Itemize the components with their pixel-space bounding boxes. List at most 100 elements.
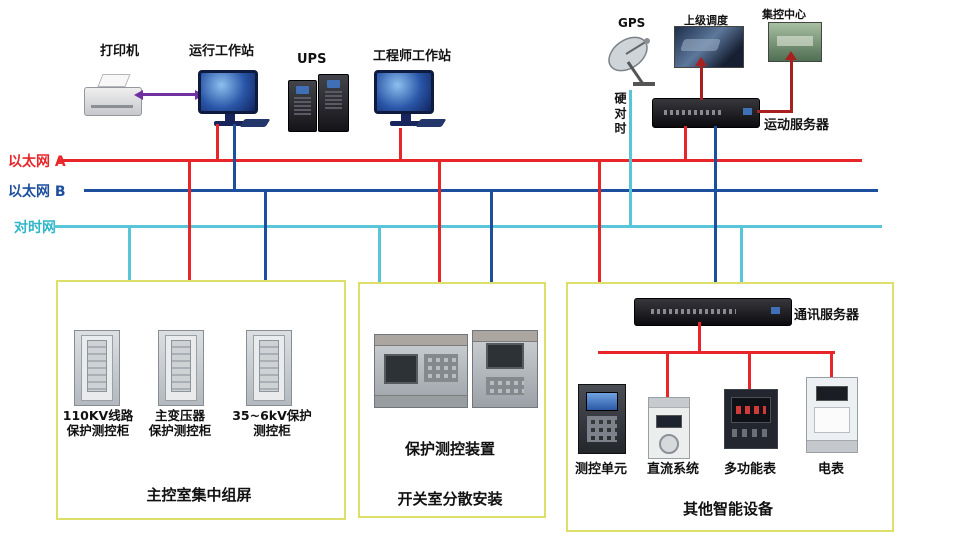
printer-body xyxy=(84,87,142,116)
printer-paper xyxy=(97,74,131,87)
connector-line xyxy=(438,161,441,284)
control-center-label: 集控中心 xyxy=(762,8,806,21)
gps-antenna-icon xyxy=(608,36,655,86)
monitor-stand xyxy=(401,114,411,121)
cabinet-label: 主变压器 保护测控柜 xyxy=(140,408,220,438)
device-screen xyxy=(486,343,524,369)
cabinet-label-line2: 保护测控柜 xyxy=(148,423,212,438)
dc-system-label: 直流系统 xyxy=(646,462,699,477)
keyboard xyxy=(239,119,271,127)
comm-server-label: 通讯服务器 xyxy=(794,308,860,323)
connector-line xyxy=(740,227,743,300)
ups-vent xyxy=(294,97,311,115)
gps-time-sync-line xyxy=(629,90,632,228)
connector-line xyxy=(666,353,669,398)
device-screen xyxy=(384,354,418,384)
ups-tower xyxy=(288,80,317,132)
cabinet-door xyxy=(81,335,113,401)
connector-line xyxy=(378,227,381,284)
ups-vent xyxy=(325,91,342,109)
monitor-base xyxy=(214,121,246,126)
connector-line xyxy=(216,124,219,162)
connector-line xyxy=(598,161,601,385)
smart-devices-title: 其他智能设备 xyxy=(682,500,773,518)
device-bottom-strip xyxy=(375,395,467,407)
printer-image xyxy=(84,74,142,116)
printer-link-arrow-left xyxy=(134,89,143,100)
cabinet-window xyxy=(259,340,279,392)
connector-line xyxy=(714,192,717,300)
main-control-room-title: 主控室集中组屏 xyxy=(146,486,252,504)
monitor-stand xyxy=(225,114,235,121)
connector-line xyxy=(399,128,402,162)
time-sync-bus-label: 对时网 xyxy=(14,220,56,236)
device-top-strip xyxy=(375,335,467,346)
device-screen xyxy=(816,386,848,401)
connector-line xyxy=(264,191,267,282)
monitor-screen xyxy=(198,70,258,114)
engineer-workstation-image xyxy=(374,70,447,128)
distribution-line xyxy=(598,351,835,354)
device-screen xyxy=(586,392,618,411)
device-buttons xyxy=(587,416,617,442)
ethernet-b-bus-label: 以太网 B xyxy=(8,184,66,200)
operator-workstation-label: 运行工作站 xyxy=(189,44,255,59)
protection-cabinet-image xyxy=(158,330,204,406)
ethernet-a-bus-line xyxy=(58,159,862,162)
connector-line xyxy=(698,322,701,353)
switch-room-title: 开关室分散安装 xyxy=(397,490,503,508)
cabinet-label: 110KV线路 保护测控柜 xyxy=(56,408,140,438)
protection-device-image xyxy=(472,330,538,408)
cabinet-window xyxy=(171,340,191,392)
connector-line xyxy=(188,161,191,282)
printer-link-line xyxy=(142,93,198,96)
multifunction-meter-label: 多功能表 xyxy=(723,462,776,477)
cabinet-door xyxy=(165,335,197,401)
time-sync-bus-line xyxy=(54,225,882,228)
connector-line xyxy=(128,227,131,282)
dispatch-uplink-arrow xyxy=(695,57,707,66)
printer-label: 打印机 xyxy=(100,44,140,59)
monitor-screen xyxy=(374,70,434,114)
ethernet-b-bus-line xyxy=(84,189,878,192)
center-uplink-line xyxy=(790,60,793,113)
ethernet-a-bus-label: 以太网 A xyxy=(8,154,66,170)
measurement-unit-label: 测控单元 xyxy=(574,462,627,477)
connector-line xyxy=(684,126,687,162)
device-terminals xyxy=(807,440,857,452)
monitor-base xyxy=(390,121,422,126)
center-uplink-arrow xyxy=(785,51,797,60)
device-buttons xyxy=(732,429,770,437)
connector-line xyxy=(748,353,751,390)
keyboard xyxy=(415,119,447,127)
ups-display xyxy=(327,80,340,88)
operator-workstation-image xyxy=(198,70,271,128)
connector-line xyxy=(233,124,236,192)
multifunction-meter-image xyxy=(724,389,778,449)
ups-display xyxy=(296,86,309,94)
telemetry-server-label: 运动服务器 xyxy=(764,118,830,133)
device-screen xyxy=(656,415,682,428)
protection-device-image xyxy=(374,334,468,408)
superior-dispatch-label: 上级调度 xyxy=(684,14,728,27)
superior-dispatch-image xyxy=(674,26,744,68)
protection-device-label: 保护测控装置 xyxy=(404,440,495,458)
device-face xyxy=(814,407,850,433)
cabinet-label-line1: 35~6kV保护 xyxy=(232,408,312,423)
cabinet-label-line2: 测控柜 xyxy=(253,423,291,438)
device-top-strip xyxy=(649,398,689,408)
cabinet-label-line1: 110KV线路 xyxy=(62,408,134,423)
hard-time-sync-label: 硬对时 xyxy=(613,92,627,137)
protection-cabinet-image xyxy=(246,330,292,406)
dispatch-uplink-line xyxy=(700,66,703,100)
connector-line xyxy=(830,353,833,378)
gps-label: GPS xyxy=(618,16,646,30)
device-top-strip xyxy=(473,331,537,342)
electric-meter-label: 电表 xyxy=(817,462,844,477)
printer-slot xyxy=(91,105,133,108)
device-buttons xyxy=(424,354,458,382)
dc-system-image xyxy=(648,397,690,459)
center-uplink-line-h xyxy=(757,110,793,113)
ups-tower xyxy=(318,74,349,132)
